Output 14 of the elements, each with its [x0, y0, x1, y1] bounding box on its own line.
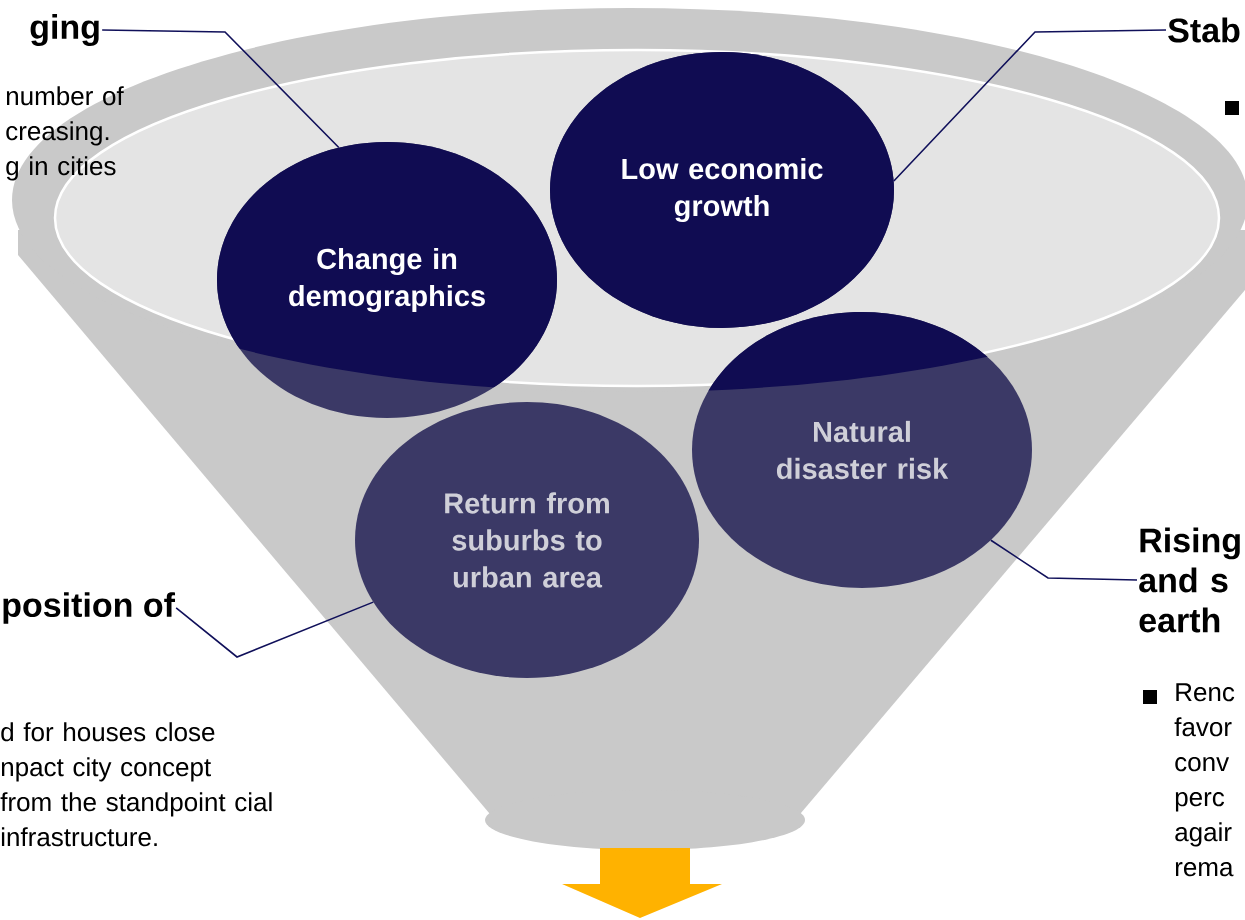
heading: Stab: [1168, 17, 1240, 43]
body-text: Renc favor conv perc agair rema: [1174, 683, 1235, 877]
leader-line: [990, 539, 1138, 581]
ellipse-node: Natural disaster risk: [692, 312, 1032, 588]
heading: ging: [30, 14, 99, 46]
ellipse-node: Change in demographics: [217, 142, 557, 418]
body-text: number of creasing. g in cities: [6, 86, 124, 181]
leader-line: [893, 29, 1167, 182]
ellipse-node: Return from suburbs to urban area: [355, 402, 699, 678]
heading: Rising and s earth: [1139, 527, 1240, 633]
body-text: d for houses close npact city concept from the standpoint cial infrastructure.: [0, 722, 272, 847]
heading: position of: [3, 592, 175, 624]
leader-line: [175, 601, 374, 658]
leader-line: [101, 29, 340, 149]
